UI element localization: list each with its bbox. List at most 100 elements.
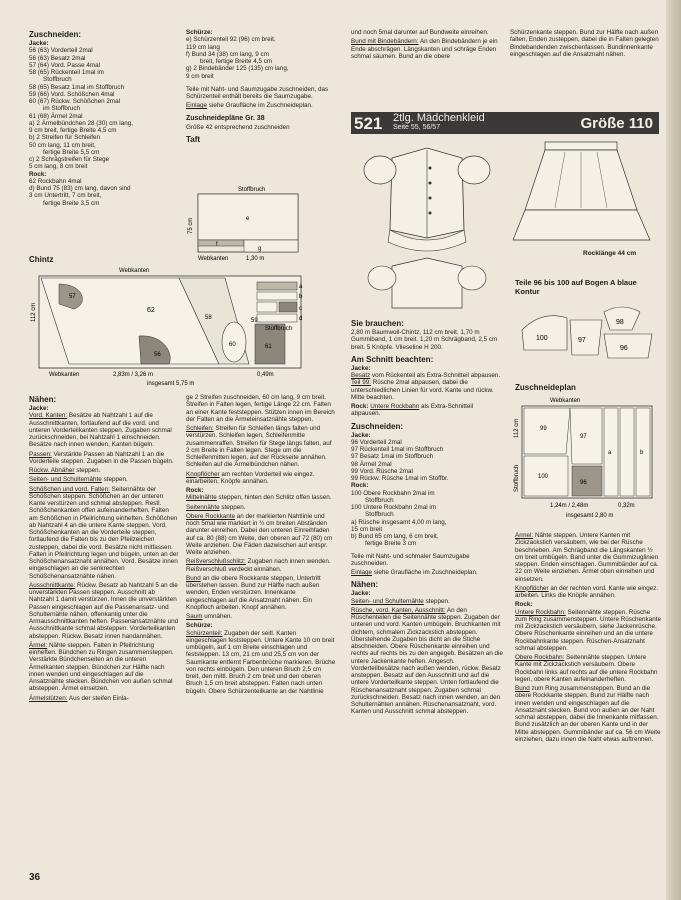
sketch-label-97: 97 [578,337,586,344]
sewing-step-body: Seitennähte steppen. Rüsche zum Ring zus… [515,608,661,652]
cutting-list-item: e) Schürzenteil 92 (96) cm breit, [186,36,276,44]
cutting-list-item: Stoffbruch [43,76,72,84]
dress-cutting-diagram: Webkanten 99 100 97 96 a b Stoffbruch 11… [514,398,653,519]
chintz-piece-c [278,301,298,313]
sewing-step: Schleifen: Streifen für Schleifen längs … [186,425,336,469]
cutting2-interfacing-text: siehe Graufläche im Zuschneideplan. [372,569,478,576]
sewing-step-body: ge 2 Streifen zuschneiden, 60 cm lang, 9… [186,394,335,423]
sewing-step-body: an der rechten vord. Kante wie eingez. a… [515,584,659,599]
taft-stoffbruch-label: Stoffbruch [238,187,265,193]
sewing-jacket-label: Jacke: [29,405,49,412]
seam-allowance-note: Teile mit Naht- und Saumzugabe zuschneid… [186,85,329,100]
taft-label: Taft [186,134,201,144]
sewing-step: Ärmel: Nähte steppen. Untere Kanten mit … [515,532,662,583]
sewing-step-body: steppen. [423,597,450,605]
cutting-list-item: 99 Rückw. Rüsche 1mal im Stoffbr. [351,475,449,482]
cutting-list-item: a) Rüsche insgesamt 4,00 m lang, [351,518,447,526]
column1-cutting: Zuschneiden: Jacke: 56 (63) Vorderteil 2… [29,29,179,254]
sewing-step: Vord. Kanten: Besätze ab Nahtzahl 1 auf … [29,412,179,448]
sewing-step-body: Nähte steppen. Untere Kanten mit Zickzac… [515,532,659,583]
chintz-label-56: 56 [154,352,161,358]
cutting-list-item: 3 cm Untertritt, 7 cm breit, [29,192,102,200]
interfacing-note: Einlage siehe Graufläche im Zuschneidepl… [186,102,336,109]
waistband-ties-heading: Bund mit Bindebändern: [351,38,419,46]
plan2-label-99: 99 [540,426,547,432]
sewing-step: Untere Rockbahn: Seitennähte steppen. Rü… [515,609,662,653]
model-title: 2tlg. Mädchenkleid [393,112,485,124]
cutting-list-item: 9 cm breit, fertige Breite 4,5 cm [29,127,117,134]
sewing-step: Obere Rockkante an der markierten Nahtli… [186,513,336,557]
sewing-step-title: Saum [186,613,203,620]
sketch-label-100: 100 [536,335,548,342]
sewing-step-body: steppen. [101,476,128,484]
cutting-heading: Zuschneiden: [29,30,82,39]
sewing-step: Ausschnittkante: Rückw. Besatz ab Nahtza… [29,582,179,640]
cutting-list-item: 119 cm lang [186,43,220,51]
sewing-step: Seiten- und Schulternähte steppen. [351,598,504,605]
cutting-list-item: 97 Besatz 1mal im Stoffbruch [351,453,434,461]
sewing-step: Bund an die obere Rockkante steppen, Unt… [186,575,336,611]
taft-width-label: 1,30 m [246,256,264,262]
pattern-notes-facing: Besatz [351,372,371,379]
column4-instructions: Ärmel: Nähte steppen. Untere Kanten mit … [515,532,662,866]
chintz-piece-57b [256,301,278,313]
sewing2-continued-steps: Ärmel: Nähte steppen. Untere Kanten mit … [515,532,662,743]
chintz-label-b: b [299,294,303,300]
chintz-piece-d [256,313,298,323]
cutting2-jacket: Jacke: [351,431,371,439]
skirt-length-label: Rocklänge 44 cm [583,250,637,257]
cutting-list-item: d) Bund 75 (83) cm lang, davon sind [29,185,131,192]
cutting-list-item: 5 cm lang, 8 cm breit [29,163,88,171]
cutting-list-item: 9 cm breit [186,72,214,80]
cutting-list-item: im Stoffbruch [43,105,80,113]
plan2-piece-96 [571,465,603,497]
sketch-label-98: 98 [616,319,624,326]
pattern-notes-skirt-text: als Extra-Schnitteil abpausen. [351,403,474,418]
cutting-list-item: 56 (63) Besatz 2mal [29,54,86,62]
plan2-width-1: 1,24m / 2,48m [550,503,588,509]
pattern-notes-part99-text: Rüsche 2mal abpausen, dabei die untersch… [351,379,494,401]
materials-text: 2,80 m Baumwoll-Chintz, 112 cm breit. 1,… [351,329,498,351]
pattern-notes-jacket: Jacke: [351,364,371,372]
apron-label: Schürze: [186,29,213,36]
chintz-piece-60 [221,321,247,363]
sewing-continued-steps: ge 2 Streifen zuschneiden, 60 cm lang, 9… [186,394,336,695]
sewing-step-title: Ausschnittkante: [29,581,76,589]
chintz-label-a: a [299,284,303,290]
sewing-step: Reißverschlußschlitz: Zugaben nach innen… [186,558,336,573]
plan2-piece-a [603,407,619,497]
sewing-step: Mittelnähte steppen, hinten den Schlitz … [186,494,336,501]
cutting-list-item: fertige Breite 3 cm [365,540,417,548]
model-number: 521 [354,114,383,133]
apron-finish-text: Schürzenkante steppen. Bund zur Hälfte n… [510,29,659,58]
cutting-list-item: a) 2 Ärmelbündchen 28 (30) cm lang, [29,119,133,127]
cutting-list-item: 15 cm breit [351,525,383,533]
column1-sewing: Nähen: Jacke: Vord. Kanten: Besätze ab N… [29,394,179,864]
cutting-list-item: 97 Rückenteil 1mal im Stoffbruch [351,446,444,453]
sewing-step-title: Schürzenteil: [186,629,223,637]
sewing-step-heading: Schürze: [186,622,213,630]
sewing-step-title: Obere Rockbahn: [515,654,565,661]
sewing-step-title: Reißverschlußschlitz: [186,558,246,566]
sewing-step-title: Schleifen: [186,425,214,432]
sewing-step-heading: Rock: [186,487,204,494]
sewing-step-body: An den Rüschenteilen die Seitennähte ste… [351,606,503,716]
plan2-label-96: 96 [580,480,587,486]
sewing-step-title: Ärmel: [29,641,48,649]
chintz-cutting-diagram: Webkanten 62 57 56 58 60 61 59 a b c d S… [31,268,303,387]
cutting-list-item: g) 2 Bindebänder 125 (135) cm lang, [186,65,289,73]
model-size: Größe 110 [580,115,653,132]
sewing2-heading: Nähen: [351,580,379,590]
sewing-step-body: Zugaben nach innen wenden. Reißverschluß… [186,558,331,573]
sewing-step: ge 2 Streifen zuschneiden, 60 cm lang, 9… [186,394,336,423]
jacket-back [391,257,463,309]
chintz-label-58: 58 [205,315,212,321]
pattern-parts-note: Teile 96 bis 100 auf Bogen A blaue Kontu… [515,278,637,296]
sewing-step-body: Besätze ab Nahtzahl 1 auf die Ausschnitt… [29,412,172,449]
sewing-step-title: Knopflöcher [515,584,549,592]
skirt-waistband [544,141,618,151]
sewing-step-title: Vord. Kanten: [29,412,68,420]
